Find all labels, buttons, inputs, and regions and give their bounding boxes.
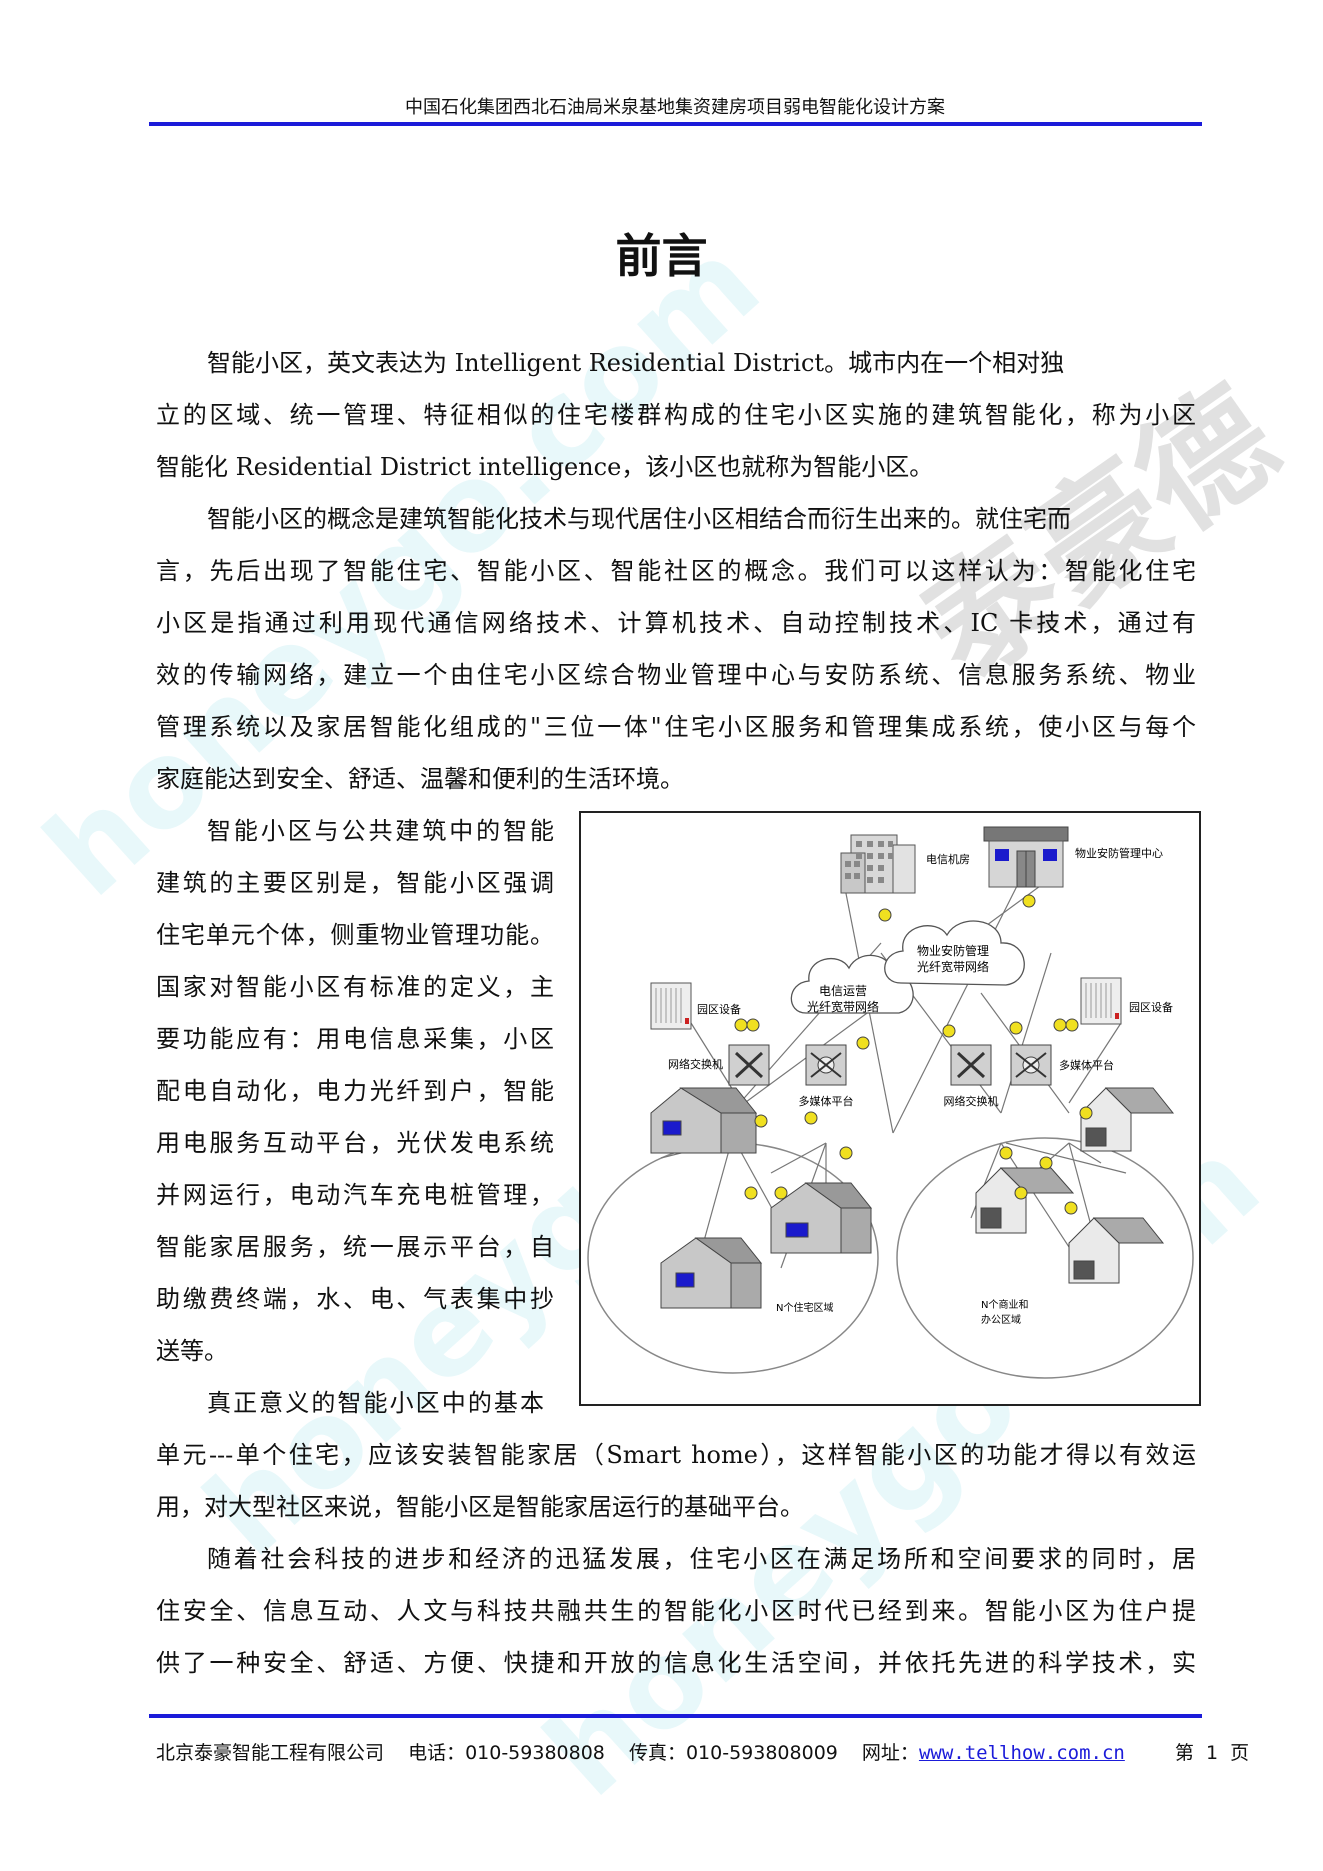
park-equipment-right-label: 园区设备 xyxy=(1129,1000,1173,1014)
switch-right-label: 网络交换机 xyxy=(944,1094,999,1108)
footer: 北京泰豪智能工程有限公司 电话：010-59380808 传真：010-5938… xyxy=(156,1738,1267,1765)
paragraph-line: 小区是指通过利用现代通信网络技术、计算机技术、自动控制技术、IC 卡技术，通过有 xyxy=(156,609,1196,637)
house-icon xyxy=(770,1182,873,1254)
office-zone-label-1: N个商业和 xyxy=(981,1298,1028,1311)
header-rule xyxy=(149,122,1202,126)
cloud-security-label-2: 光纤宽带网络 xyxy=(917,959,989,974)
connector-markers xyxy=(734,894,1093,1215)
multimedia-left-icon xyxy=(805,1044,847,1086)
paragraph-line: 智能小区，英文表达为 Intelligent Residential Distr… xyxy=(207,349,1065,377)
multimedia-right-label: 多媒体平台 xyxy=(1059,1058,1114,1072)
side-line: 送等。 xyxy=(156,1337,228,1365)
side-line: 住宅单元个体，侧重物业管理功能。 xyxy=(156,921,554,949)
park-equipment-left-label: 园区设备 xyxy=(697,1002,741,1016)
park-equipment-left-icon xyxy=(650,982,692,1030)
telecom-room-label: 电信机房 xyxy=(926,852,970,866)
footer-page-number: 第 1 页 xyxy=(1174,1742,1250,1764)
cloud-telecom xyxy=(790,954,914,1014)
office-house-icon xyxy=(1068,1217,1165,1284)
footer-url-label: 网址： xyxy=(861,1742,919,1764)
switch-right-icon xyxy=(950,1044,992,1086)
paragraph-line: 言，先后出现了智能住宅、智能小区、智能社区的概念。我们可以这样认为：智能化住宅 xyxy=(156,557,1196,585)
side-line: 助缴费终端，水、电、气表集中抄 xyxy=(156,1285,554,1313)
multimedia-left-label: 多媒体平台 xyxy=(799,1094,854,1108)
network-diagram: 电信运营 光纤宽带网络 物业安防管理 光纤宽带网络 电信机房 物业安防 xyxy=(579,811,1201,1406)
side-line: 配电自动化，电力光纤到户，智能 xyxy=(156,1077,554,1105)
park-equipment-right-icon xyxy=(1080,977,1122,1025)
header-title: 中国石化集团西北石油局米泉基地集资建房项目弱电智能化设计方案 xyxy=(405,97,945,118)
cloud-security xyxy=(884,920,1025,986)
paragraph-line: 智能化 Residential District intelligence，该小… xyxy=(156,453,934,481)
side-line: 智能家居服务，统一展示平台，自 xyxy=(156,1233,554,1261)
multimedia-right-icon xyxy=(1010,1044,1052,1086)
paragraph-line: 管理系统以及家居智能化组成的"三位一体"住宅小区服务和管理集成系统，使小区与每个 xyxy=(156,713,1196,741)
paragraph-line: 用，对大型社区来说，智能小区是智能家居运行的基础平台。 xyxy=(156,1493,804,1521)
side-line: 用电服务互动平台，光伏发电系统 xyxy=(156,1129,554,1157)
office-zone-label-2: 办公区域 xyxy=(981,1313,1021,1326)
switch-left-label: 网络交换机 xyxy=(668,1057,723,1071)
paragraph-line: 随着社会科技的进步和经济的迅猛发展，住宅小区在满足场所和空间要求的同时，居 xyxy=(207,1545,1196,1573)
house-icon xyxy=(660,1237,763,1309)
cloud-telecom-label-1: 电信运营 xyxy=(819,984,867,998)
footer-phone: 电话：010-59380808 xyxy=(408,1742,605,1764)
paragraph-line: 住安全、信息互动、人文与科技共融共生的智能化小区时代已经到来。智能小区为住户提 xyxy=(156,1597,1196,1625)
paragraph-line: 家庭能达到安全、舒适、温馨和便利的生活环境。 xyxy=(156,765,684,793)
side-line: 建筑的主要区别是，智能小区强调 xyxy=(156,869,554,897)
switch-left-icon xyxy=(728,1044,770,1086)
paragraph-line: 智能小区的概念是建筑智能化技术与现代居住小区相结合而衍生出来的。就住宅而 xyxy=(207,505,1071,533)
cloud-telecom-label-2: 光纤宽带网络 xyxy=(807,999,879,1014)
residential-zone-label: N个住宅区域 xyxy=(776,1301,833,1314)
side-line: 国家对智能小区有标准的定义，主 xyxy=(156,973,554,1001)
paragraph-line: 效的传输网络，建立一个由住宅小区综合物业管理中心与安防系统、信息服务系统、物业 xyxy=(156,661,1196,689)
side-line: 要功能应有：用电信息采集，小区 xyxy=(156,1025,554,1053)
side-line: 并网运行，电动汽车充电桩管理， xyxy=(156,1181,554,1209)
page-title: 前言 xyxy=(615,229,708,283)
footer-fax: 传真：010-593808009 xyxy=(628,1742,838,1764)
office-house-icon xyxy=(1080,1087,1175,1152)
office-zone-ellipse xyxy=(896,1137,1194,1379)
security-center-label: 物业安防管理中心 xyxy=(1075,846,1163,860)
paragraph-line: 立的区域、统一管理、特征相似的住宅楼群构成的住宅小区实施的建筑智能化，称为小区 xyxy=(156,401,1196,429)
side-line: 智能小区与公共建筑中的智能 xyxy=(207,817,554,845)
side-line: 真正意义的智能小区中的基本 xyxy=(207,1389,544,1417)
telecom-building-icon xyxy=(840,834,916,894)
paragraph-line: 单元---单个住宅，应该安装智能家居（Smart home），这样智能小区的功能… xyxy=(156,1441,1196,1469)
footer-company: 北京泰豪智能工程有限公司 xyxy=(156,1742,385,1764)
security-center-icon xyxy=(983,826,1069,888)
cloud-security-label-1: 物业安防管理 xyxy=(917,943,989,958)
house-icon xyxy=(650,1087,758,1154)
paragraph-line: 供了一种安全、舒适、方便、快捷和开放的信息化生活空间，并依托先进的科学技术，实 xyxy=(156,1649,1196,1677)
footer-rule xyxy=(149,1714,1202,1718)
footer-url-link[interactable]: www.tellhow.com.cn xyxy=(918,1742,1125,1764)
office-house-icon xyxy=(975,1167,1075,1234)
